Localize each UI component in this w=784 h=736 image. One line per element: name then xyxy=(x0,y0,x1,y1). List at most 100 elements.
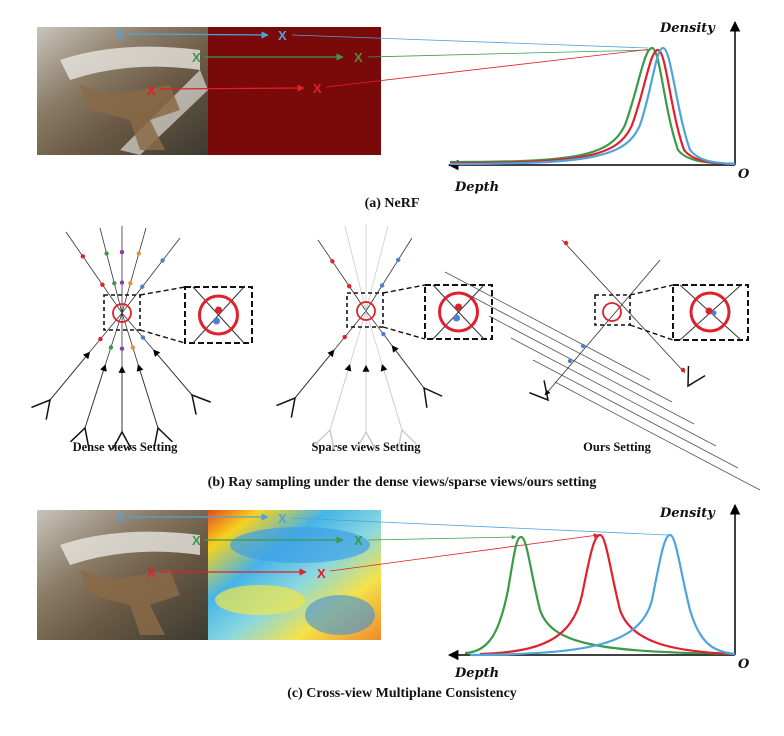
density-label: Density xyxy=(659,506,716,521)
scene-photo xyxy=(37,27,208,155)
parallel-ray xyxy=(510,337,717,447)
sample-point xyxy=(140,284,145,289)
sparse-views-label: Sparse views Setting xyxy=(311,440,421,454)
density-curve-blue xyxy=(469,533,736,657)
sample-marker-green: X xyxy=(192,50,201,65)
ray-red xyxy=(329,533,599,572)
zoom-connector xyxy=(382,326,426,340)
ray-line xyxy=(65,231,123,314)
sample-point xyxy=(119,346,125,351)
ray-arrow xyxy=(380,363,403,431)
density-curve-blue xyxy=(449,46,736,166)
camera-eye-icon xyxy=(315,428,335,450)
ray-green xyxy=(204,49,651,61)
sample-point xyxy=(342,334,347,340)
ray-line xyxy=(121,237,181,314)
parallel-ray xyxy=(554,381,761,491)
sample-marker-red: X xyxy=(147,565,156,580)
ray-line xyxy=(561,239,686,374)
ray-green xyxy=(367,534,517,541)
depth-label: Depth xyxy=(454,180,499,195)
caption-c: (c) Cross-view Multiplane Consistency xyxy=(287,686,517,701)
camera-eye-icon xyxy=(31,398,51,420)
sample-point xyxy=(567,358,573,364)
density-label: Density xyxy=(659,21,716,36)
camera-eye-icon xyxy=(423,386,443,408)
focus-circle xyxy=(356,301,376,321)
sample-marker-red: X xyxy=(147,83,156,98)
sample-point xyxy=(711,310,717,316)
ray-arrow xyxy=(544,259,661,396)
sample-marker-red: X xyxy=(317,566,326,581)
sample-marker-blue: X xyxy=(116,510,125,525)
ray-arrow xyxy=(329,363,352,431)
zoom-connector xyxy=(382,284,426,294)
ray-line xyxy=(432,284,485,340)
sample-point xyxy=(705,307,713,315)
ray-line xyxy=(333,310,367,351)
sample-point xyxy=(128,281,133,286)
sample-point xyxy=(136,251,141,256)
sample-marker-blue: X xyxy=(116,27,125,42)
sample-marker-blue: X xyxy=(278,511,287,526)
camera-eye-icon xyxy=(276,396,296,418)
camera-eye-icon xyxy=(111,430,133,450)
sample-point xyxy=(453,314,460,322)
origin-label: O xyxy=(738,167,750,182)
sample-marker-green: X xyxy=(354,533,363,548)
ray-line xyxy=(344,225,367,312)
sample-point xyxy=(379,283,385,288)
ray-line xyxy=(192,286,245,344)
ray-arrow xyxy=(84,364,107,429)
focus-circle-zoomed xyxy=(198,294,239,336)
sample-point xyxy=(680,367,686,373)
ray-arrow xyxy=(153,349,193,396)
ray-red xyxy=(159,48,653,92)
camera-eye-icon xyxy=(529,380,550,402)
sample-point xyxy=(80,254,86,259)
ray-line xyxy=(121,312,154,351)
sample-point xyxy=(98,336,103,342)
dense-views-label: Dense views Setting xyxy=(73,440,179,454)
sample-marker-blue: X xyxy=(278,28,287,43)
zoom-box xyxy=(346,292,384,328)
sample-point xyxy=(100,282,105,287)
zoom-connector xyxy=(139,329,186,344)
sample-point xyxy=(455,303,462,311)
ours-setting-label: Ours Setting xyxy=(583,440,651,454)
caption-b: (b) Ray sampling under the dense views/s… xyxy=(208,475,597,490)
ray-line xyxy=(89,312,123,353)
panel-c: X X X X X X Density Depth O (c) Cross-vi… xyxy=(37,503,750,701)
focus-circle xyxy=(112,303,132,323)
ray-line xyxy=(121,227,147,314)
sample-point xyxy=(104,251,109,256)
sample-point xyxy=(330,259,335,264)
parallel-ray xyxy=(444,271,651,381)
ray-line xyxy=(99,227,123,314)
parallel-ray xyxy=(466,293,673,403)
ray-line xyxy=(365,310,393,346)
depth-heatmap-panel xyxy=(208,510,381,640)
parallel-ray xyxy=(532,359,739,469)
sample-point xyxy=(381,331,386,337)
ray-arrow xyxy=(49,351,91,401)
focus-circle-zoomed xyxy=(689,291,731,333)
sample-point xyxy=(215,306,222,314)
density-curve-red xyxy=(479,533,736,656)
camera-eye-icon xyxy=(69,426,90,448)
zoom-box xyxy=(594,294,631,326)
sample-point xyxy=(108,345,114,350)
sample-marker-green: X xyxy=(354,50,363,65)
zoom-box xyxy=(103,294,141,331)
camera-eye-icon xyxy=(153,426,173,448)
zoom-connector xyxy=(629,284,674,296)
depth-label: Depth xyxy=(454,666,499,681)
ray-line xyxy=(365,237,413,312)
sample-point xyxy=(563,240,569,246)
scene-photo xyxy=(37,510,208,640)
parallel-ray xyxy=(488,315,695,425)
zoom-connector xyxy=(139,286,186,296)
ray-blue xyxy=(291,517,669,536)
focus-circle xyxy=(602,302,622,322)
